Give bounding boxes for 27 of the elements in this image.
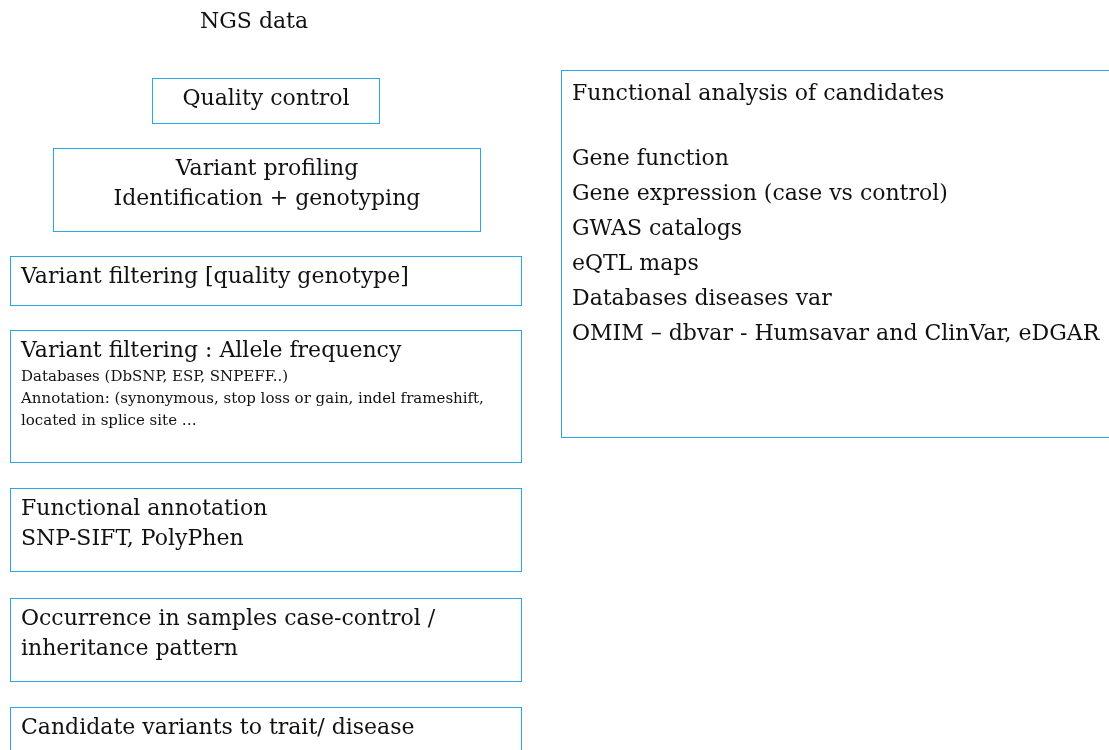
box-text: Annotation: (synonymous, stop loss or gain, indel frameshift, located in splice site … [21,388,485,431]
box-heading: Candidate variants to trait/ disease [21,713,416,741]
process-box [561,70,1109,438]
box-text: Identification + genotyping [112,184,422,212]
box-text: Databases diseases var [572,284,833,312]
box-text: SNP-SIFT, PolyPhen [21,524,245,552]
process-box [152,78,380,124]
box-text: OMIM – dbvar - Humsavar and ClinVar, eDGAR [572,319,1101,347]
box-text: Databases (DbSNP, ESP, SNPEFF..) [21,366,290,387]
heading: NGS data [200,8,309,33]
process-box [53,148,481,232]
process-box [10,256,522,306]
box-text: Gene expression (case vs control) [572,179,949,207]
process-box [10,488,522,572]
box-heading: Quality control [181,84,351,112]
box-heading: Variant profiling [174,154,360,182]
box-text: Gene function [572,144,730,172]
box-heading: Occurrence in samples case-control / inheritance pattern [21,604,437,662]
box-text: GWAS catalogs [572,214,744,242]
process-box [10,330,522,463]
box-text: eQTL maps [572,249,700,277]
box-heading: Variant filtering [quality genotype] [21,262,410,290]
process-box [10,707,522,750]
box-heading: Variant filtering : Allele frequency [21,336,403,364]
process-box [10,598,522,682]
box-heading: Functional annotation [21,494,269,522]
box-heading: Functional analysis of candidates [572,79,946,107]
